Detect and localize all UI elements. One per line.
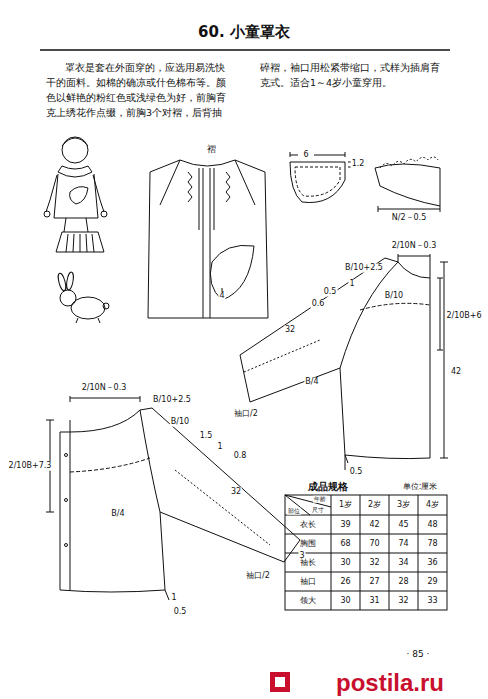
table-unit: 单位:厘米: [402, 483, 439, 492]
garment-flat: [148, 160, 268, 318]
table-cell: 70: [369, 539, 379, 548]
dimension: 1: [216, 443, 223, 452]
dimension: 袖口/2: [245, 572, 271, 581]
table-cell: 袖长: [300, 558, 316, 567]
dimension: B/10: [170, 418, 190, 427]
dimension: 0.5: [173, 608, 188, 617]
dimension: 6: [302, 151, 309, 160]
dimension: 1: [170, 594, 177, 603]
table-cell: 34: [398, 558, 408, 567]
front-pattern: [46, 396, 300, 600]
page-number: · 85 ·: [407, 650, 430, 660]
page-title: 60. 小童罩衣: [198, 24, 290, 41]
dimension: 0.8: [233, 452, 248, 461]
body-text: 罩衣是套在外面穿的，应选用易洗快干的面料。如棉的确凉或什色棉布等。颜色以鲜艳的粉…: [46, 60, 444, 124]
table-header: 1岁: [339, 501, 352, 510]
table-cell: 45: [398, 520, 408, 529]
dimension: 32: [230, 488, 242, 497]
fold-mark: 褶: [206, 145, 217, 155]
table-cell: 74: [398, 539, 408, 548]
table-header: 部位: [287, 508, 301, 515]
table-cell: 36: [427, 558, 437, 567]
dimension: 0.5: [349, 468, 364, 477]
pocket-pattern: [290, 152, 352, 203]
table-cell: 78: [427, 539, 437, 548]
table-cell: 42: [369, 520, 379, 529]
table-cell: 29: [427, 577, 437, 586]
dimension: 2/10N－0.3: [391, 242, 438, 251]
table-header: 4岁: [426, 501, 439, 510]
table-cell: 68: [340, 539, 350, 548]
dimension: B/10: [384, 292, 404, 301]
table-cell: 26: [340, 577, 350, 586]
dimension: 2/10B+6: [445, 312, 482, 321]
dimension: 4: [218, 292, 225, 301]
table-cell: 胸围: [300, 539, 316, 548]
watermark-logo: [270, 672, 290, 692]
table-header: 2岁: [368, 501, 381, 510]
collar-pattern: [375, 157, 440, 212]
spec-table-grid: [285, 495, 447, 610]
child-sketch: [44, 137, 107, 232]
table-cell: 48: [427, 520, 437, 529]
dimension: 0.5: [323, 288, 338, 297]
table-cell: 衣长: [300, 520, 316, 529]
table-header: 尺寸: [311, 507, 325, 514]
dimension: B/4: [304, 378, 319, 387]
table-header: 3岁: [397, 501, 410, 510]
table-cell: 31: [369, 596, 379, 605]
dimension: 袖口/2: [233, 410, 259, 419]
table-cell: 30: [340, 558, 350, 567]
dimension: B/4: [110, 510, 125, 519]
dimension: 1.5: [199, 432, 214, 441]
rabbit-sketch: [57, 272, 109, 323]
table-cell: 领大: [300, 596, 316, 605]
dimension: 0.6: [311, 300, 326, 309]
table-cell: 袖口: [300, 577, 316, 586]
back-pattern: [240, 254, 448, 470]
dimension: B/10+2.5: [152, 396, 192, 405]
dimension: B/10+2.5: [344, 264, 384, 273]
table-cell: 32: [369, 558, 379, 567]
dimension: 32: [284, 326, 296, 335]
table-header: 年龄: [313, 496, 327, 503]
dimension: 1: [348, 280, 355, 289]
table-cell: 30: [340, 596, 350, 605]
dimension: 42: [450, 368, 462, 377]
dimension: 2/10N－0.3: [81, 384, 128, 393]
table-cell: 28: [398, 577, 408, 586]
table-title: 成品规格: [307, 481, 349, 492]
table-cell: 33: [427, 596, 437, 605]
header-rule: [40, 49, 450, 51]
table-cell: 27: [369, 577, 379, 586]
table-cell: 39: [340, 520, 350, 529]
dimension: 2/10B+7.3: [8, 462, 53, 471]
dimension: N/2－0.5: [391, 214, 428, 223]
back-view-sketch: [56, 232, 104, 252]
watermark: postila.ru: [336, 670, 444, 696]
table-cell: 32: [398, 596, 408, 605]
dimension: 1.2: [351, 160, 366, 169]
